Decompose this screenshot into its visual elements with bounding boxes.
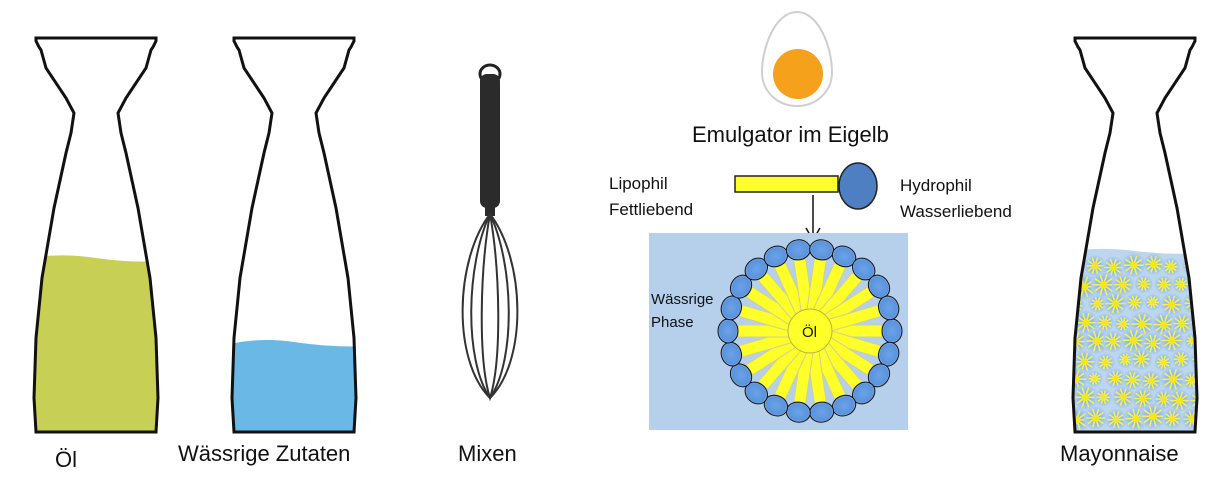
oil-flask <box>32 36 160 434</box>
hydrophilic-head <box>838 162 878 210</box>
egg-icon <box>760 10 834 108</box>
oil-fill <box>34 255 158 432</box>
phase-label-line2: Phase <box>651 314 694 331</box>
whisk-icon <box>461 63 519 402</box>
micelle-panel <box>649 233 908 430</box>
phase-label-line1: Wässrige <box>651 291 714 308</box>
mayo-label: Mayonnaise <box>1060 441 1179 466</box>
mayo-flask <box>1071 36 1199 434</box>
water-flask <box>230 36 358 434</box>
mix-label: Mixen <box>458 441 517 466</box>
micelle <box>717 239 903 423</box>
hydrophil-label: Hydrophil <box>900 176 972 195</box>
micelle-core-label: Öl <box>802 324 817 341</box>
emulsifier-label: Emulgator im Eigelb <box>692 122 889 147</box>
fettliebend-label: Fettliebend <box>609 200 694 219</box>
emulsifier-molecule <box>734 162 878 242</box>
oil-label: Öl <box>55 447 77 472</box>
lipophil-label: Lipophil <box>609 174 668 193</box>
wasserliebend-label: Wasserliebend <box>900 202 1012 221</box>
water-label: Wässrige Zutaten <box>178 441 351 466</box>
lipophilic-tail <box>734 175 839 193</box>
water-fill <box>232 340 356 432</box>
